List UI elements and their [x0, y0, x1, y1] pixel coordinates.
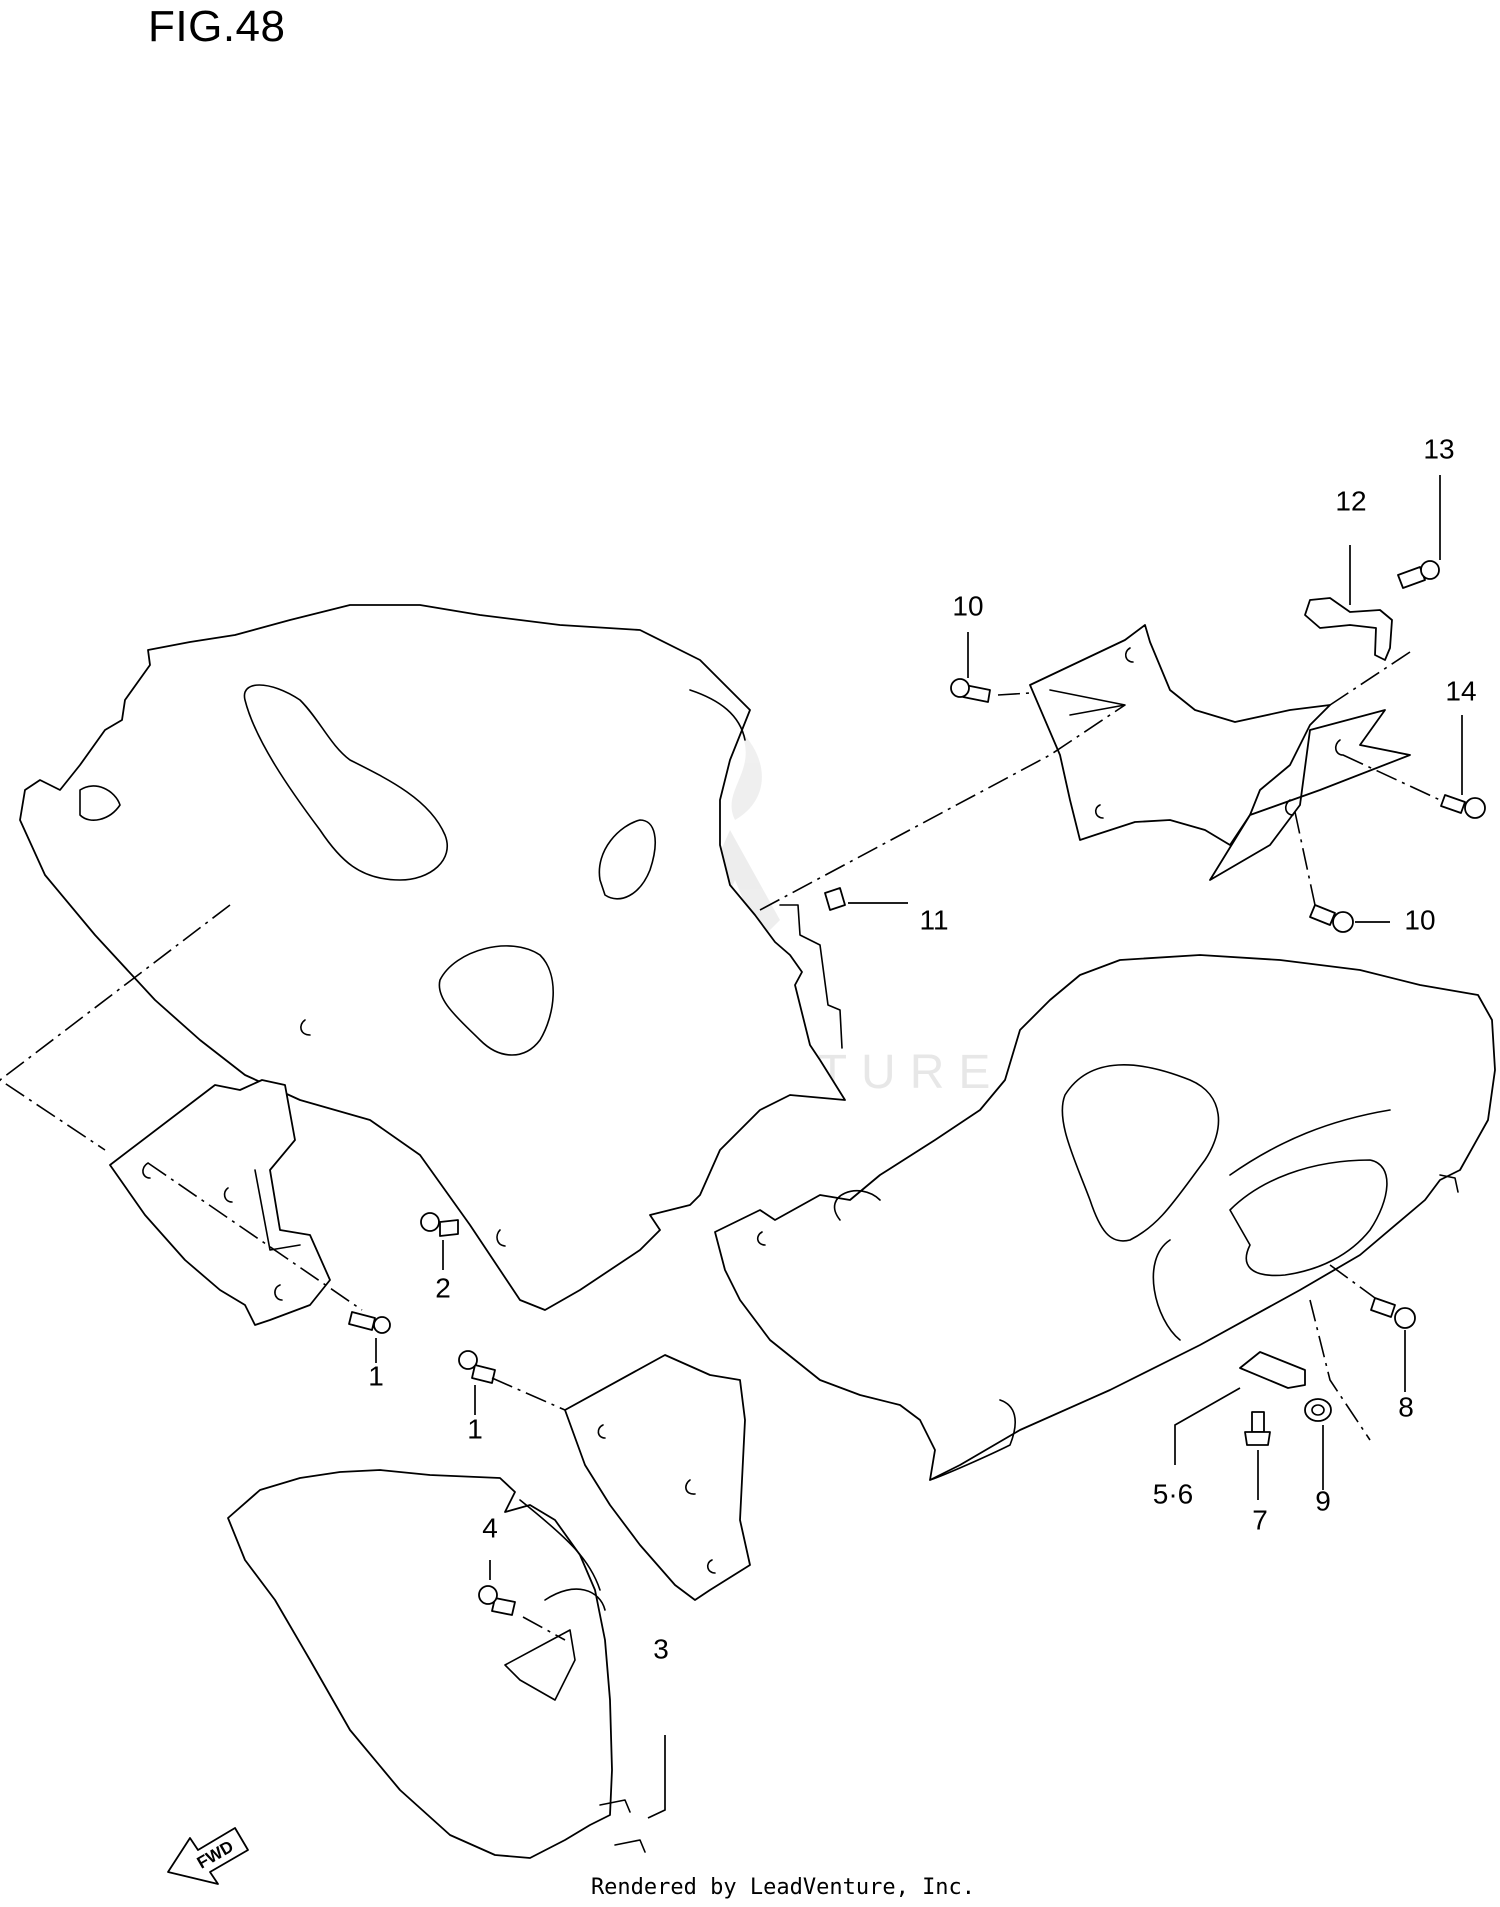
callout-4: 4 — [482, 1512, 498, 1543]
screw-4-icon[interactable] — [478, 1585, 516, 1616]
callout-10-lower: 10 — [1404, 904, 1435, 935]
screw-7-icon[interactable] — [1244, 1411, 1271, 1446]
screw-1-upper-icon[interactable] — [348, 1311, 391, 1334]
lower-cowling-left-part[interactable] — [19, 604, 846, 1311]
callout-9: 9 — [1315, 1485, 1331, 1516]
callout-11: 11 — [919, 904, 948, 935]
callout-14: 14 — [1445, 675, 1476, 706]
screw-2-icon[interactable] — [420, 1212, 459, 1237]
lower-cover-front-part[interactable] — [227, 1469, 646, 1859]
assembly-lines — [0, 651, 1441, 1641]
bolt-13-icon[interactable] — [1397, 560, 1440, 589]
callout-8: 8 — [1398, 1391, 1414, 1422]
bolt-8-icon[interactable] — [1370, 1297, 1416, 1329]
nut-11-icon[interactable] — [824, 887, 846, 911]
clip-5-6-icon[interactable] — [1239, 1351, 1306, 1389]
stay-bracket-right-part[interactable] — [1209, 709, 1411, 881]
bracket-12-icon[interactable] — [1304, 597, 1393, 661]
callout-5-6: 5·6 — [1153, 1478, 1193, 1509]
callout-13: 13 — [1423, 433, 1454, 464]
footer-text: Rendered by LeadVenture, Inc. — [590, 1875, 976, 1900]
figure-title: FIG.48 — [148, 2, 286, 51]
callout-12: 12 — [1335, 485, 1366, 516]
screw-1-lower-icon[interactable] — [458, 1350, 496, 1384]
callout-2: 2 — [435, 1272, 451, 1303]
inner-panel-right-upper-part[interactable] — [1029, 624, 1331, 846]
callout-3: 3 — [653, 1633, 669, 1664]
callout-1-upper: 1 — [368, 1360, 384, 1391]
bolt-10-lower-icon[interactable] — [1309, 904, 1354, 933]
footer: Rendered by LeadVenture, Inc. — [0, 1875, 1500, 1900]
bolt-14-icon[interactable] — [1440, 794, 1486, 819]
leader-lines — [375, 475, 1463, 1819]
inner-panel-left-part[interactable] — [109, 1079, 331, 1326]
grommet-9-icon[interactable] — [1304, 1398, 1332, 1422]
callout-10-upper: 10 — [952, 590, 983, 621]
lower-cowling-right-part[interactable] — [714, 954, 1496, 1481]
callout-7: 7 — [1252, 1504, 1268, 1535]
callout-1-lower: 1 — [467, 1413, 483, 1444]
inner-panel-center-part[interactable] — [564, 1354, 751, 1601]
bolt-10-upper-icon[interactable] — [950, 678, 991, 703]
